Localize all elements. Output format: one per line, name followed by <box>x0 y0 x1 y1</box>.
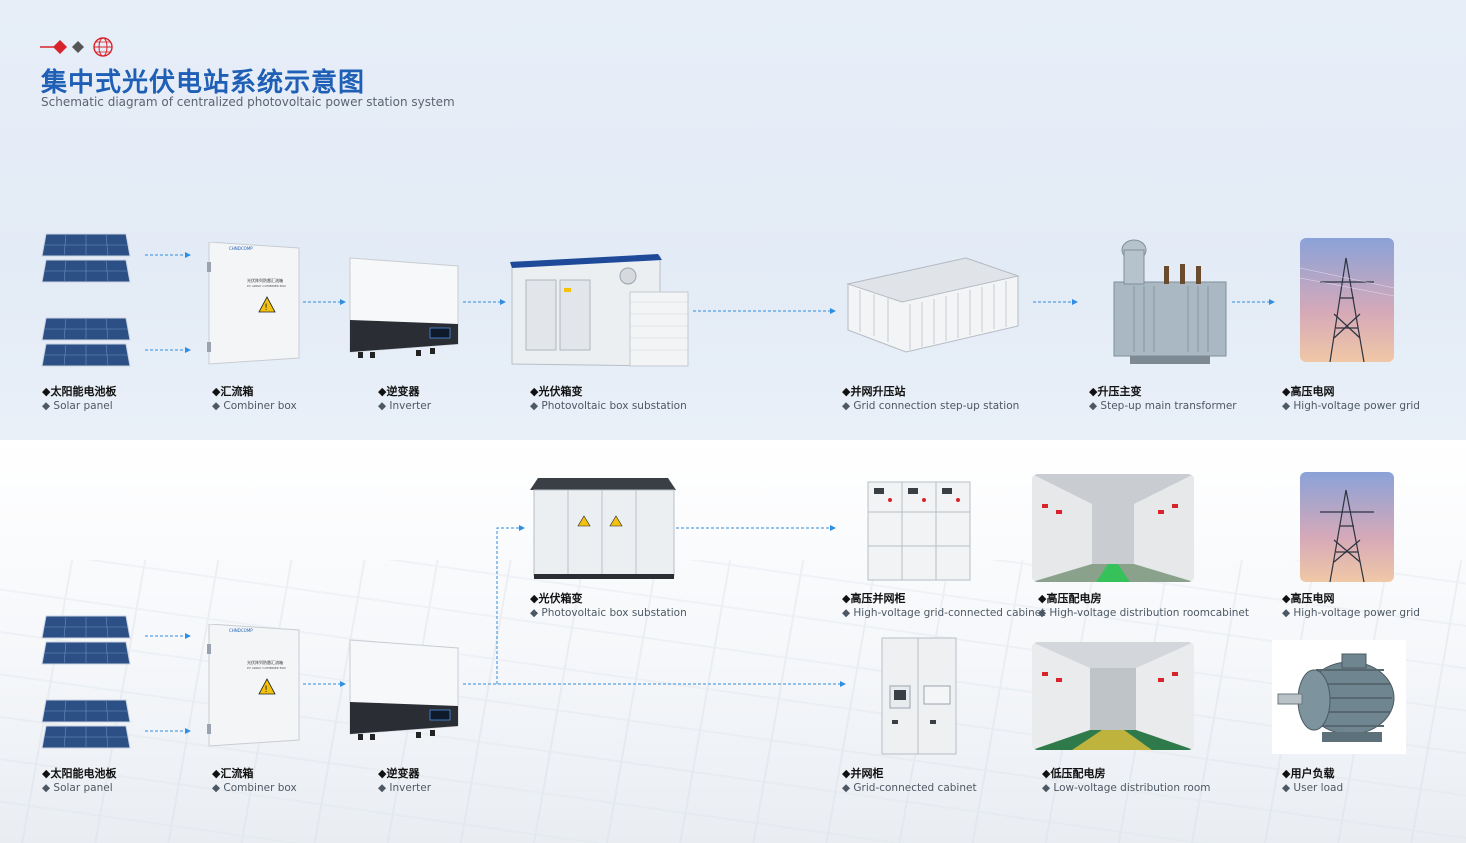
combiner-sub-text: PV ARRAY COMBINER BOX <box>247 284 286 288</box>
electric-motor-icon <box>1277 653 1395 742</box>
label-en: ◆ High-voltage power grid <box>1282 400 1420 412</box>
combiner-box-image: ! CHNDCOMP 光伏阵列防雷汇流箱 PV ARRAY COMBINER B… <box>207 241 303 366</box>
main-transformer-image <box>1113 239 1227 364</box>
label-en: ◆ User load <box>1282 782 1344 794</box>
label-top-hv-grid: ◆高压电网 ◆ High-voltage power grid <box>1282 385 1420 413</box>
label-zh: ◆并网升压站 <box>842 385 906 398</box>
hv-distribution-room-photo <box>1032 474 1194 582</box>
combiner-brand-text: CHNDCOMP <box>229 246 253 251</box>
label-en: ◆ Inverter <box>378 782 432 794</box>
label-en: ◆ Combiner box <box>212 400 297 412</box>
label-bottom-combiner-box: ◆汇流箱 ◆ Combiner box <box>212 767 297 795</box>
solar-panel-icon <box>41 233 131 283</box>
page-title: 集中式光伏电站系统示意图 <box>41 68 366 98</box>
label-zh: ◆用户负载 <box>1282 767 1335 780</box>
label-top-step-up-station: ◆并网升压站 ◆ Grid connection step-up station <box>842 385 1019 413</box>
label-zh: ◆逆变器 <box>378 385 420 398</box>
label-zh: ◆光伏箱变 <box>530 592 583 605</box>
label-en: ◆ Step-up main transformer <box>1089 400 1237 412</box>
label-zh: ◆低压配电房 <box>1042 767 1106 780</box>
hv-grid-cabinet-image <box>867 481 971 581</box>
combiner-brand-text: CHNDCOMP <box>229 628 253 633</box>
label-en: ◆ Combiner box <box>212 782 297 794</box>
label-bottom-solar-panel: ◆太阳能电池板 ◆ Solar panel <box>42 767 116 795</box>
high-voltage-grid-photo <box>1300 238 1394 362</box>
label-en: ◆ High-voltage distribution roomcabinet <box>1038 607 1249 619</box>
label-en: ◆ Photovoltaic box substation <box>530 607 687 619</box>
top-section-background <box>0 0 1466 440</box>
combiner-sub-text: PV ARRAY COMBINER BOX <box>247 666 286 670</box>
label-en: ◆ High-voltage grid-connected cabinet <box>842 607 1046 619</box>
label-zh: ◆逆变器 <box>378 767 420 780</box>
label-bottom-user-load: ◆用户负载 ◆ User load <box>1282 767 1343 795</box>
combiner-title-text: 光伏阵列防雷汇流箱 <box>247 278 283 283</box>
solar-panel-icon <box>41 317 131 367</box>
label-zh: ◆太阳能电池板 <box>42 767 117 780</box>
label-zh: ◆升压主变 <box>1089 385 1142 398</box>
svg-text:!: ! <box>264 685 268 695</box>
label-zh: ◆太阳能电池板 <box>42 385 117 398</box>
label-top-solar-panel: ◆太阳能电池板 ◆ Solar panel <box>42 385 116 413</box>
label-bottom-pv-box-substation: ◆光伏箱变 ◆ Photovoltaic box substation <box>530 592 687 620</box>
grid-connected-cabinet-image <box>881 637 957 755</box>
high-voltage-grid-photo <box>1300 472 1394 582</box>
label-zh: ◆光伏箱变 <box>530 385 583 398</box>
label-bottom-hv-grid-cabinet: ◆高压并网柜 ◆ High-voltage grid-connected cab… <box>842 592 1045 620</box>
inverter-image <box>349 257 459 358</box>
label-bottom-hv-distribution-room: ◆高压配电房 ◆ High-voltage distribution roomc… <box>1038 592 1249 620</box>
solar-panel-icon <box>41 615 131 665</box>
label-zh: ◆汇流箱 <box>212 767 254 780</box>
label-en: ◆ Low-voltage distribution room <box>1042 782 1211 794</box>
label-zh: ◆高压并网柜 <box>842 592 906 605</box>
label-en: ◆ Solar panel <box>42 400 113 412</box>
label-top-combiner-box: ◆汇流箱 ◆ Combiner box <box>212 385 297 413</box>
solar-panel-icon <box>41 699 131 749</box>
label-bottom-grid-connected-cabinet: ◆并网柜 ◆ Grid-connected cabinet <box>842 767 977 795</box>
label-zh: ◆高压电网 <box>1282 385 1335 398</box>
label-zh: ◆并网柜 <box>842 767 884 780</box>
label-top-pv-box-substation: ◆光伏箱变 ◆ Photovoltaic box substation <box>530 385 687 413</box>
step-up-station-image <box>846 257 1020 353</box>
label-en: ◆ High-voltage power grid <box>1282 607 1420 619</box>
pv-box-substation-image <box>530 478 676 579</box>
brand-logo-icon <box>40 37 113 57</box>
label-en: ◆ Inverter <box>378 400 432 412</box>
label-zh: ◆高压配电房 <box>1038 592 1102 605</box>
pv-box-substation-image <box>510 254 689 367</box>
label-bottom-lv-distribution-room: ◆低压配电房 ◆ Low-voltage distribution room <box>1042 767 1211 795</box>
page-subtitle: Schematic diagram of centralized photovo… <box>41 95 455 109</box>
label-bottom-inverter: ◆逆变器 ◆ Inverter <box>378 767 431 795</box>
label-bottom-hv-grid: ◆高压电网 ◆ High-voltage power grid <box>1282 592 1420 620</box>
label-zh: ◆高压电网 <box>1282 592 1335 605</box>
label-en: ◆ Grid-connected cabinet <box>842 782 977 794</box>
user-load-photo <box>1272 640 1406 754</box>
label-zh: ◆汇流箱 <box>212 385 254 398</box>
label-top-main-transformer: ◆升压主变 ◆ Step-up main transformer <box>1089 385 1237 413</box>
combiner-title-text: 光伏阵列防雷汇流箱 <box>247 660 283 665</box>
svg-text:!: ! <box>264 303 268 313</box>
label-top-inverter: ◆逆变器 ◆ Inverter <box>378 385 431 413</box>
label-en: ◆ Photovoltaic box substation <box>530 400 687 412</box>
combiner-box-image: ! CHNDCOMP 光伏阵列防雷汇流箱 PV ARRAY COMBINER B… <box>207 623 303 748</box>
label-en: ◆ Grid connection step-up station <box>842 400 1020 412</box>
lv-distribution-room-photo <box>1032 642 1194 750</box>
inverter-image <box>349 639 459 740</box>
label-en: ◆ Solar panel <box>42 782 113 794</box>
